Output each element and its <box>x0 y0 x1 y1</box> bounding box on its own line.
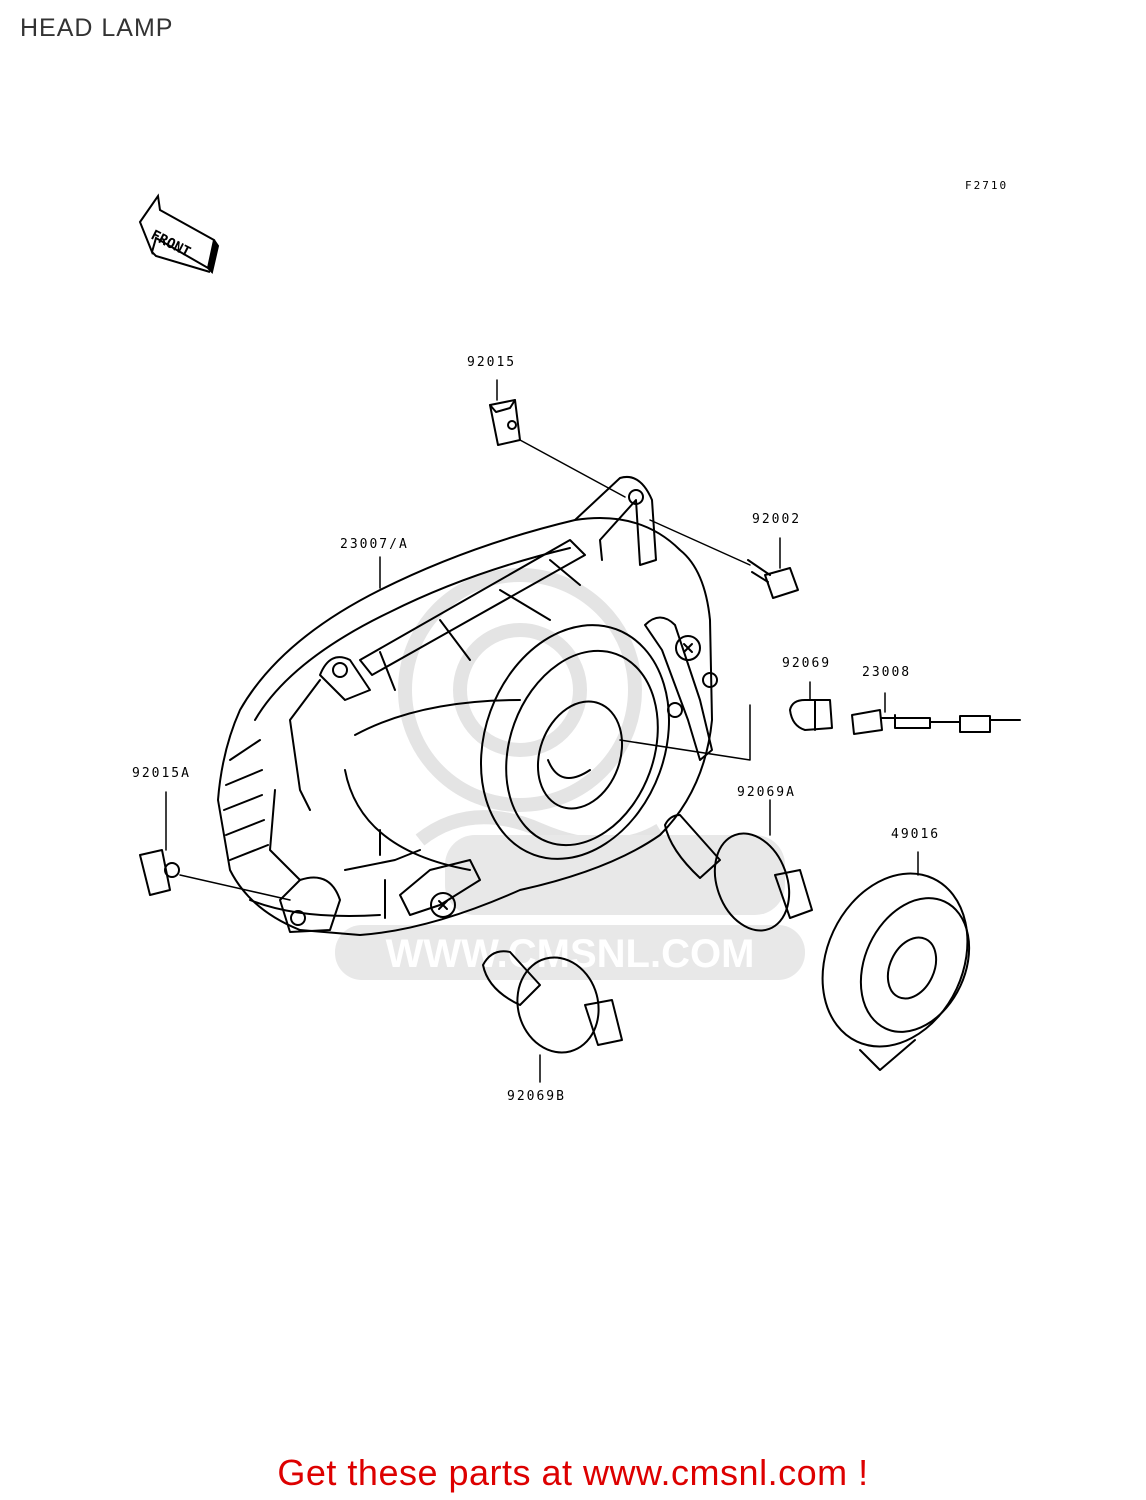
bulb-92069 <box>789 699 833 731</box>
part-label-23007-a[interactable]: 23007/A <box>340 537 409 552</box>
bulb-92069B <box>482 950 623 1054</box>
part-label-92015[interactable]: 92015 <box>467 355 517 370</box>
page-title: HEAD LAMP <box>20 14 174 42</box>
part-label-49016[interactable]: 49016 <box>891 827 941 842</box>
watermark-cms <box>335 835 805 980</box>
rubber-cover-49016 <box>821 872 971 1071</box>
cmsnl-link[interactable]: Get these parts at www.cmsnl.com ! <box>277 1452 869 1493</box>
socket-23008 <box>851 709 1021 735</box>
part-label-92069[interactable]: 92069 <box>782 656 832 671</box>
watermark-url: WWW.CMSNL.COM <box>386 932 755 976</box>
part-label-92069b[interactable]: 92069B <box>507 1089 566 1104</box>
headlamp-housing <box>217 476 718 936</box>
leader-lines <box>165 379 919 1083</box>
part-label-92015a[interactable]: 92015A <box>132 766 191 781</box>
part-label-92002[interactable]: 92002 <box>752 512 802 527</box>
part-label-92069a[interactable]: 92069A <box>737 785 796 800</box>
watermark-logo <box>398 568 664 852</box>
figure-code: F2710 <box>965 179 1009 192</box>
bulb-92069A <box>664 814 813 932</box>
clip-nut-92015 <box>489 399 521 446</box>
part-label-23008[interactable]: 23008 <box>862 665 912 680</box>
front-arrow-icon <box>138 193 220 274</box>
clip-nut-92015A <box>139 849 180 896</box>
bolt-92002 <box>747 559 799 599</box>
